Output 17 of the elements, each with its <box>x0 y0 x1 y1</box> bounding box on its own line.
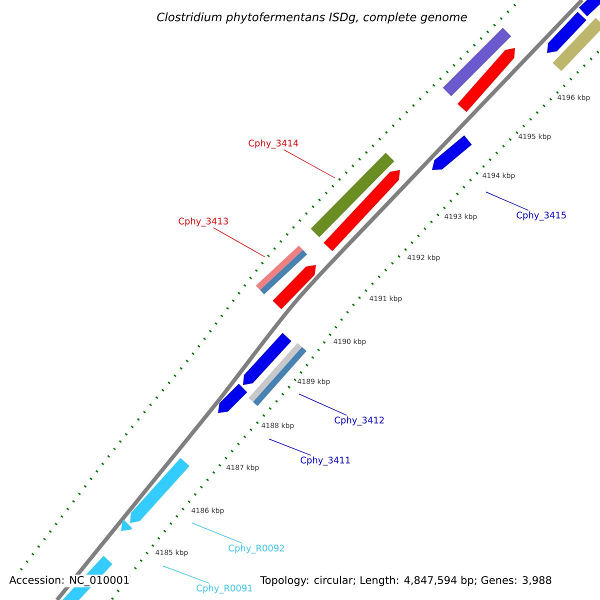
gene-label: Cphy_3412 <box>334 416 384 426</box>
leader-line <box>486 192 529 211</box>
gene-label: Cphy_3413 <box>178 218 228 226</box>
leader-line <box>192 522 243 544</box>
gene-label: Cphy_R0092 <box>228 544 284 554</box>
footer-text: Accession: NC_010001 <box>8 574 131 588</box>
footer-text: Topology: circular; Length: 4,847,594 bp; Genes: 3,988 <box>259 574 553 588</box>
title: Clostridium phytofermentans ISDg, complete genome <box>157 12 467 24</box>
leader-line <box>213 227 266 258</box>
leader-line <box>298 394 348 416</box>
leader-line <box>162 566 210 584</box>
gene-label: Cphy_3414 <box>248 140 298 148</box>
gene-label: Cphy_3415 <box>516 212 566 220</box>
leader-line <box>283 149 336 178</box>
gene-label: Cphy_R0091 <box>196 584 252 594</box>
leader-line <box>268 438 312 456</box>
gene-label: Cphy_3411 <box>300 456 350 466</box>
